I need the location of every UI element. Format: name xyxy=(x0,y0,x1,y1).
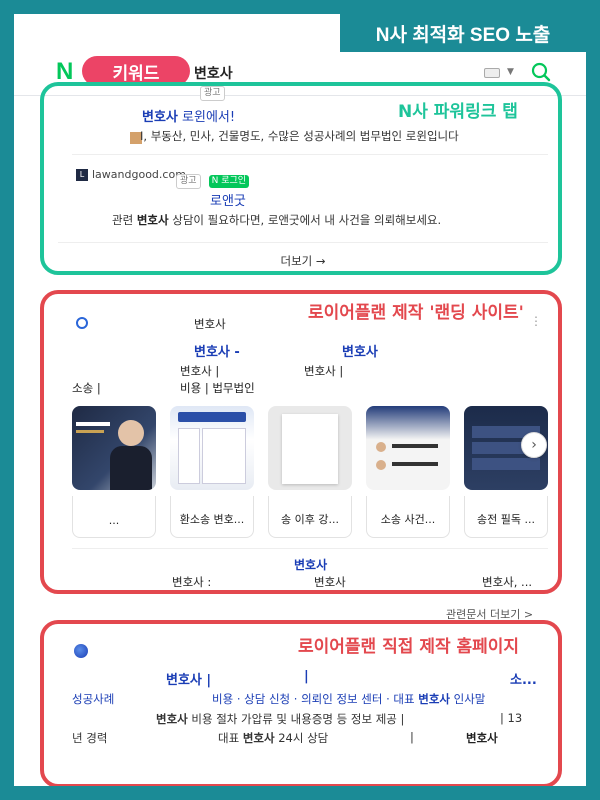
homepage-title-a[interactable]: 변호사 | xyxy=(166,673,212,688)
homepage-title-c[interactable]: 소... xyxy=(510,673,537,688)
thumbnail-caption[interactable]: 송전 필독 ... xyxy=(464,496,548,538)
naver-logo[interactable]: N xyxy=(56,58,74,85)
homepage-section-label: 로이어플랜 직접 제작 홈페이지 xyxy=(294,632,524,657)
sitelinks-row[interactable]: 비용 · 상담 신청 · 의뢰인 정보 센터 · 대표 변호사 인사말 xyxy=(212,692,486,706)
homepage-highlight xyxy=(40,620,562,786)
landing-line1-b: 변호사 | xyxy=(304,364,344,378)
consult-flow-image[interactable] xyxy=(366,406,450,490)
powerlink-highlight xyxy=(40,82,562,275)
top-banner: N사 최적화 SEO 노출 xyxy=(340,14,586,52)
ad2-url[interactable]: lawandgood.com xyxy=(92,168,186,181)
ad1-favicon-icon xyxy=(130,132,142,144)
ad-badge: 광고 xyxy=(176,174,201,189)
fee-chart-image[interactable] xyxy=(170,406,254,490)
landing-line2-a: 소송 | xyxy=(72,381,101,395)
homepage-desc2-c: | xyxy=(410,730,414,744)
landing-sub-title[interactable]: 변호사 xyxy=(294,558,328,572)
landing-sub-line-c: 변호사, ... xyxy=(482,575,533,589)
login-badge: N 로그인 xyxy=(208,175,250,188)
ad-divider xyxy=(72,154,548,155)
landing-sub-line-a: 변호사 : xyxy=(172,575,212,589)
page-frame: N사 최적화 SEO 노출 N 키워드 변호사 ▼ N사 파워링크 탭 광고 변… xyxy=(14,14,586,786)
landing-line1-a: 변호사 | xyxy=(180,364,220,378)
powerlink-more-button[interactable]: 더보기 → xyxy=(58,242,548,269)
homepage-desc2-d: 변호사 xyxy=(466,731,498,745)
keyboard-icon[interactable] xyxy=(484,68,500,78)
globe-icon xyxy=(74,644,88,658)
landing-site-name[interactable]: 변호사 xyxy=(194,317,226,331)
landing-title-b[interactable]: 변호사 xyxy=(342,345,378,360)
search-query[interactable]: 변호사 xyxy=(194,66,233,82)
homepage-desc1: 변호사 비용 절차 가압류 및 내용증명 등 정보 제공 | xyxy=(156,712,405,726)
related-docs-more-link[interactable]: 관련문서 더보기 > xyxy=(446,608,534,621)
ad1-description: I, 부동산, 민사, 건물명도, 수많은 성공사례의 법무법인 로윈입니다 xyxy=(140,129,459,143)
ad1-title[interactable]: 변호사 로윈에서! xyxy=(142,110,236,125)
homepage-desc2-a: 년 경력 xyxy=(72,731,108,745)
keyword-pill: 키워드 xyxy=(82,56,190,86)
ad2-badges: 광고 N 로그인 xyxy=(176,168,250,189)
landing-divider xyxy=(72,548,548,549)
powerlink-section-label: N사 파워링크 탭 xyxy=(394,97,522,122)
ad2-title[interactable]: 로앤굿 xyxy=(210,194,246,209)
landing-title-a[interactable]: 변호사 - xyxy=(194,345,240,360)
homepage-desc2-b: 대표 변호사 24시 상담 xyxy=(218,731,329,745)
thumbnail-caption[interactable]: 환소송 변호... xyxy=(170,496,254,538)
document-image[interactable] xyxy=(268,406,352,490)
sitelink-success-cases[interactable]: 성공사례 xyxy=(72,692,115,706)
homepage-title-b[interactable]: | xyxy=(304,669,309,684)
search-icon[interactable] xyxy=(530,61,552,83)
more-options-icon[interactable]: ⋮ xyxy=(530,314,542,328)
chevron-down-icon[interactable]: ▼ xyxy=(507,67,514,77)
lawandgood-logo-icon: L xyxy=(76,169,88,181)
landing-section-label: 로이어플랜 제작 '랜딩 사이트' xyxy=(304,298,528,323)
landing-sub-line-b: 변호사 xyxy=(314,575,346,589)
site-favicon-icon xyxy=(76,317,88,329)
ad2-description: 관련 변호사 상담이 필요하다면, 로앤굿에서 내 사건을 의뢰해보세요. xyxy=(112,213,442,227)
homepage-desc1-end: | 13 xyxy=(500,711,523,725)
lawyer-profile-image[interactable] xyxy=(72,406,156,490)
carousel-next-button[interactable]: › xyxy=(521,432,547,458)
search-bar: N 키워드 변호사 ▼ xyxy=(14,52,586,96)
landing-line2-b: 비용 | 법무법인 xyxy=(180,381,255,395)
thumbnail-caption[interactable]: 송 이후 강... xyxy=(268,496,352,538)
thumbnail-caption[interactable]: ... xyxy=(72,496,156,538)
landing-site-highlight xyxy=(40,290,562,594)
thumbnail-caption[interactable]: 소송 사건... xyxy=(366,496,450,538)
ad-badge: 광고 xyxy=(200,86,225,101)
